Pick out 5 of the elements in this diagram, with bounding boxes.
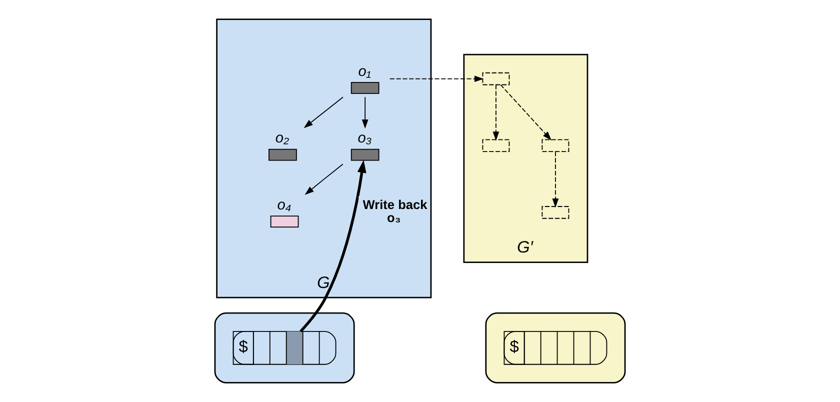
node-label: o₃ <box>358 130 372 147</box>
node-label: o₄ <box>277 198 292 214</box>
node-label: o₂ <box>275 130 290 147</box>
edge-label: Write back o₃ <box>362 196 428 225</box>
node-label: o₁ <box>358 64 371 80</box>
